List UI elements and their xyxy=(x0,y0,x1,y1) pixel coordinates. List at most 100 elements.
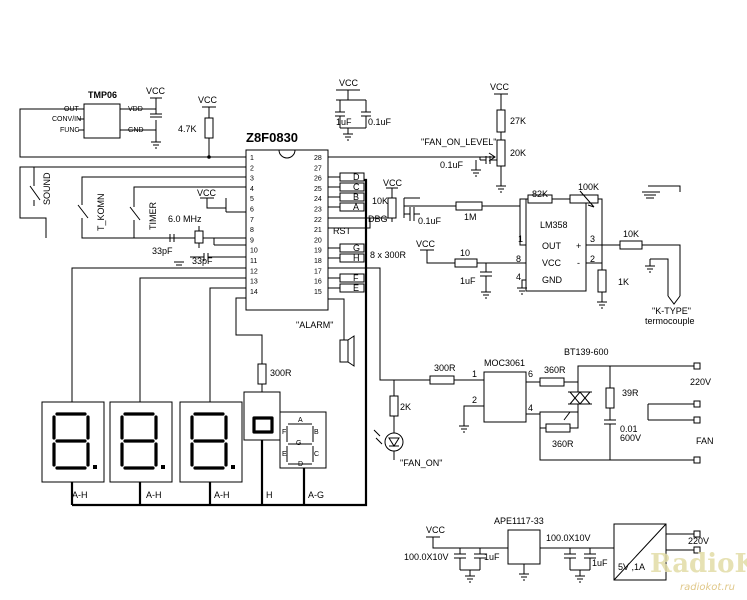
vcc-label: VCC xyxy=(490,82,510,92)
resistor-1k xyxy=(597,269,607,293)
resistor-1m xyxy=(455,201,483,211)
wire-vcc-pin5 xyxy=(200,197,246,213)
digit-common-wires xyxy=(71,267,246,402)
r-27k-label: 27K xyxy=(510,116,526,126)
cap-33pf-b-label: 33pF xyxy=(192,256,213,266)
vcc-label: VCC xyxy=(383,178,403,188)
ape1117-body xyxy=(507,529,541,565)
dbg-label: DBG xyxy=(368,214,388,224)
mcu-pin-left: 11 xyxy=(250,258,257,265)
terminal-2[interactable] xyxy=(693,400,701,408)
pullup-4k7: VCC 4.7K xyxy=(178,95,218,159)
mcu-pin-left: 13 xyxy=(250,279,258,286)
r-10k-label: 10K xyxy=(372,196,388,206)
tmp06-pin-conv: CONV/IN xyxy=(52,116,81,123)
r-20k-label: 20K xyxy=(510,148,526,158)
crystal-leads xyxy=(180,226,215,248)
crystal xyxy=(194,230,204,244)
r-82k-label: 82K xyxy=(532,189,548,199)
ape-label: APE1117-33 xyxy=(494,516,544,526)
mcu-pin-left: 12 xyxy=(250,268,258,275)
decoupling-caps: VCC 1uF 0.1uF xyxy=(335,78,392,141)
terminal-4[interactable] xyxy=(693,456,701,464)
led-symbol xyxy=(388,437,400,460)
cap-dbg xyxy=(403,206,420,221)
seg-a: A xyxy=(353,202,359,212)
wire-vcc-10 xyxy=(420,249,455,264)
vcc-label: VCC xyxy=(198,95,218,105)
display-bus-drops xyxy=(70,440,306,505)
lm358-pin8: 8 xyxy=(516,254,521,264)
legend-b: B xyxy=(314,429,319,436)
wire-moc-4 xyxy=(526,413,546,429)
v220-label: 220V xyxy=(690,377,711,387)
indicator-segments xyxy=(252,416,274,434)
lm358-pin3: 3 xyxy=(590,234,595,244)
bus-ah-2: A-H xyxy=(146,490,162,500)
wire-to-1m xyxy=(403,198,456,207)
mcu-pin-right: 26 xyxy=(314,176,322,183)
mcu-pin-left: 1 xyxy=(250,155,254,162)
rnet-c xyxy=(339,182,365,192)
seg-e: E xyxy=(353,283,359,293)
caps xyxy=(335,111,371,129)
wire-decoupling xyxy=(336,89,367,112)
wire-300r xyxy=(235,297,263,364)
led-rays xyxy=(373,429,383,445)
mcu-notch xyxy=(278,149,296,159)
resistor-360r-a xyxy=(539,377,565,387)
wire-tc-minus xyxy=(650,258,669,296)
gnd-pot xyxy=(496,166,506,193)
fan-on-level-label: "FAN_ON_LEVEL" xyxy=(421,137,496,147)
cap-snubber xyxy=(604,408,616,460)
mcu: Z8F0830 12345678910111213142827262524232… xyxy=(245,130,329,311)
r-300r-b-label: 300R xyxy=(434,363,456,373)
moc-pin2: 2 xyxy=(472,395,477,405)
mcu-pin-right: 23 xyxy=(314,207,322,214)
seg-d: D xyxy=(353,172,360,182)
gnd-lm358 xyxy=(517,279,527,295)
tmp06-name: TMP06 xyxy=(88,90,117,100)
thermocouple-junction xyxy=(667,295,681,305)
terminal-1[interactable] xyxy=(693,362,701,370)
mcu-pin-right: 16 xyxy=(314,279,322,286)
mcu-pin-left: 3 xyxy=(250,176,254,183)
cap-1uf-d-label: 1uF xyxy=(592,558,608,568)
triac xyxy=(563,382,592,421)
resistor-360r-b xyxy=(545,423,571,433)
legend-segments xyxy=(286,423,314,465)
watermark-url: radiokot.ru xyxy=(680,582,735,593)
rnet-a xyxy=(339,202,365,212)
triac-label: BT139-600 xyxy=(564,347,609,357)
r-39r-label: 39R xyxy=(622,388,639,398)
terminal-5[interactable] xyxy=(693,530,701,538)
resnet-label: 8 x 300R xyxy=(370,250,407,260)
seg-b: B xyxy=(353,192,359,202)
cap-100u-a-label: 100.0X10V xyxy=(404,552,449,562)
terminal-3[interactable] xyxy=(693,416,701,424)
legend-c: C xyxy=(314,451,319,458)
r-300r-label: 300R xyxy=(270,368,292,378)
mcu-pin-right: 28 xyxy=(314,155,322,162)
rnet-g xyxy=(339,243,365,253)
seg-f: F xyxy=(353,273,359,283)
seg-g: G xyxy=(353,243,360,253)
r-360r-b-label: 360R xyxy=(552,439,574,449)
mcu-pin-right: 21 xyxy=(314,227,322,234)
sound-label: SOUND xyxy=(42,172,52,205)
opamp-section: 1M LM358 OUT VCC GND + - 1 3 8 4 2 82K 1… xyxy=(403,182,695,326)
mcu-pin-numbers: 1234567891011121314282726252423222120191… xyxy=(250,155,322,296)
digit-3-segments-dp xyxy=(231,465,235,469)
cap-33pf-a-label: 33pF xyxy=(152,246,173,256)
terminal-6[interactable] xyxy=(693,546,701,554)
gnd-moc xyxy=(459,405,484,433)
tmp06-sensor: TMP06 OUT CONV/IN FUNC VDD GND VCC xyxy=(19,86,246,158)
cap-1uf-c-label: 1uF xyxy=(484,552,500,562)
wire-triac-out xyxy=(539,411,694,461)
crystal-label: 6.0 MHz xyxy=(168,214,202,224)
mcu-pin-left: 10 xyxy=(250,248,258,255)
digit-3-segments xyxy=(190,412,228,470)
vcc-label: VCC xyxy=(416,239,436,249)
cap-1uf-b-label: 1uF xyxy=(460,276,476,286)
rnet-d xyxy=(339,172,365,182)
